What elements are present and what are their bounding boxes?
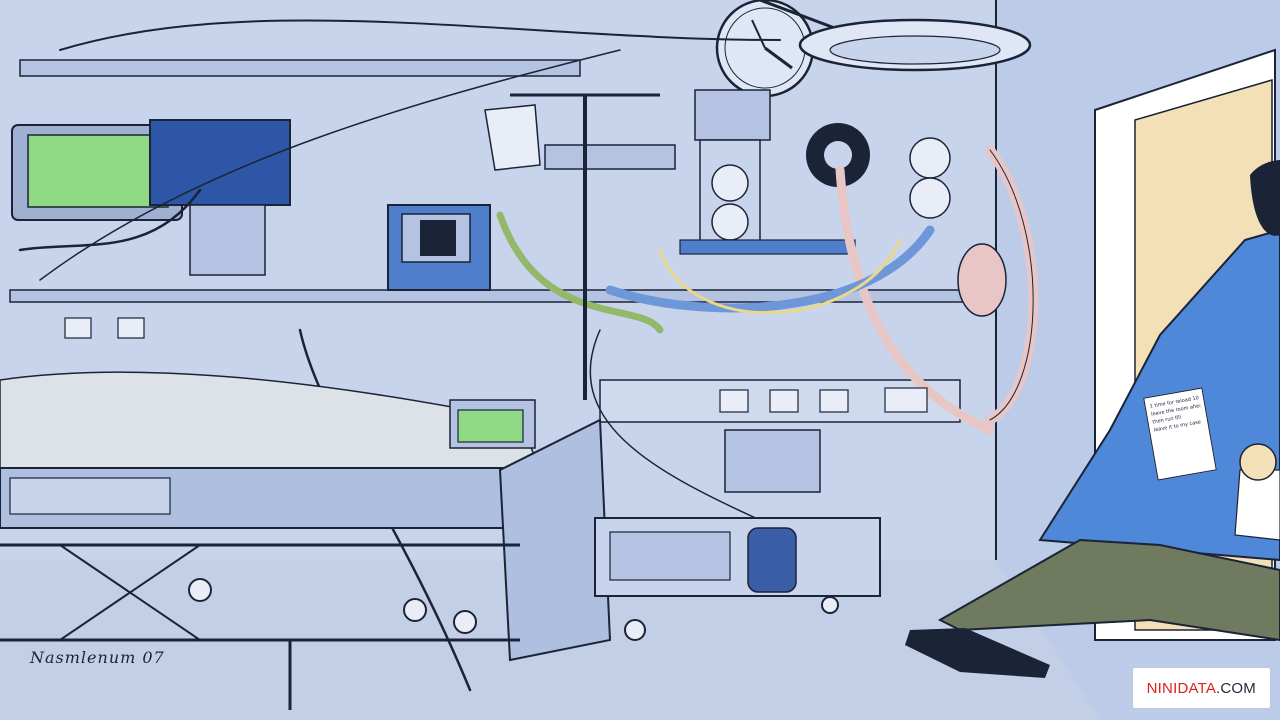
doctor-figure-icon [905, 160, 1280, 678]
watermark-part2: .COM [1216, 679, 1256, 697]
control-unit [189, 204, 266, 276]
watermark: NINIDATA.COM [1132, 668, 1270, 708]
hoses [18, 19, 1039, 692]
doctor-trousers [937, 538, 1280, 642]
infusion-pump [387, 204, 491, 291]
equipment-cart [594, 429, 881, 641]
monitor-cabinet [149, 119, 291, 206]
doctor-shoe [905, 628, 1050, 678]
resuscitation-bag [957, 243, 1007, 317]
surgical-lamp-icon [759, 0, 1032, 72]
hospital-bed-icon [0, 371, 612, 710]
pressure-gauge-icon [679, 89, 951, 255]
artist-signature: Nasmlenum 07 [30, 648, 165, 667]
wall-outlets [64, 317, 928, 413]
oxygen-bottle-icon [747, 527, 797, 593]
oxygen-regulator [806, 123, 870, 187]
monitor-icon [11, 124, 183, 221]
iv-pole [484, 93, 660, 400]
watermark-part1: NINIDATA [1146, 679, 1217, 697]
